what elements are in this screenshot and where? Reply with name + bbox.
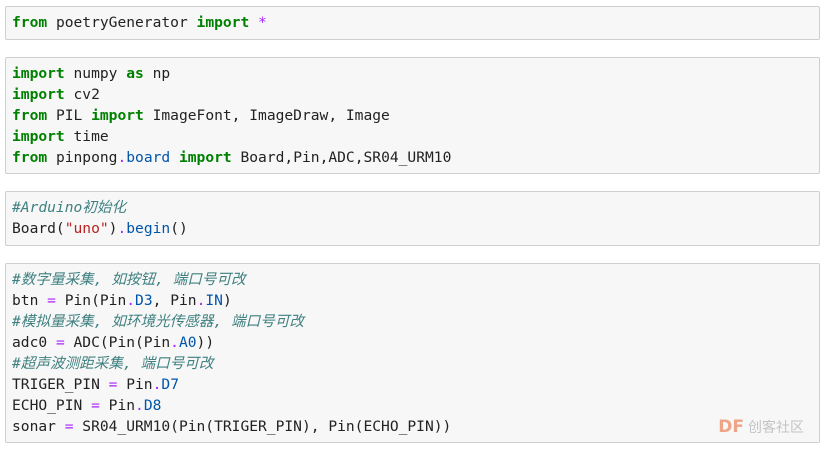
code-token: pinpong	[47, 149, 118, 166]
code-token: )	[222, 292, 232, 309]
code-line: from PIL import ImageFont, ImageDraw, Im…	[12, 105, 813, 126]
code-token: from	[12, 14, 48, 31]
code-token: =	[91, 397, 100, 414]
code-token: PIL	[47, 107, 92, 124]
code-token: cv2	[64, 86, 100, 103]
code-token: A0	[178, 334, 197, 351]
code-token: np	[143, 65, 171, 82]
code-token: ADC(Pin(Pin	[64, 334, 171, 351]
code-token: "uno"	[64, 220, 109, 237]
code-line: TRIGER_PIN = Pin.D7	[12, 374, 813, 395]
code-token: ()	[170, 220, 188, 237]
code-token: Pin	[99, 397, 136, 414]
code-token: #数字量采集, 如按钮, 端口号可改	[12, 271, 246, 288]
code-token: #模拟量采集, 如环境光传感器, 端口号可改	[12, 313, 305, 330]
code-token: import	[178, 149, 232, 166]
code-line: import numpy as np	[12, 63, 813, 84]
code-token: as	[126, 65, 144, 82]
code-token	[170, 149, 179, 166]
code-token: , Pin	[152, 292, 197, 309]
code-line: from pinpong.board import Board,Pin,ADC,…	[12, 147, 813, 168]
code-token: )	[108, 220, 118, 237]
code-token: time	[64, 128, 109, 145]
code-token: sonar	[12, 418, 65, 435]
code-token: #Arduino初始化	[12, 199, 127, 216]
code-token: D7	[161, 376, 179, 393]
code-token: adc0	[12, 334, 56, 351]
code-token: import	[12, 65, 65, 82]
code-line: adc0 = ADC(Pin(Pin.A0))	[12, 332, 813, 353]
code-token: .	[126, 292, 136, 309]
code-line: #模拟量采集, 如环境光传感器, 端口号可改	[12, 311, 813, 332]
code-line: from poetryGenerator import *	[12, 12, 813, 33]
code-token	[249, 14, 258, 31]
code-token: D3	[135, 292, 153, 309]
code-token: .	[152, 376, 162, 393]
code-token: import	[196, 14, 250, 31]
code-cell-1[interactable]: from poetryGenerator import *	[5, 6, 820, 40]
code-token: TRIGER_PIN	[12, 376, 109, 393]
code-token: Pin(Pin	[55, 292, 127, 309]
code-token: #超声波测距采集, 端口号可改	[12, 355, 214, 372]
code-token: ))	[196, 334, 215, 351]
code-line: sonar = SR04_URM10(Pin(TRIGER_PIN), Pin(…	[12, 416, 813, 437]
code-line: import cv2	[12, 84, 813, 105]
code-line: Board("uno").begin()	[12, 218, 813, 239]
code-token: begin	[126, 220, 171, 237]
code-token: =	[47, 292, 56, 309]
code-token: *	[258, 14, 267, 31]
code-token: .	[135, 397, 144, 414]
code-token: IN	[205, 292, 223, 309]
code-line: #数字量采集, 如按钮, 端口号可改	[12, 269, 813, 290]
df-logo: DF	[718, 417, 744, 437]
code-token: numpy	[64, 65, 127, 82]
code-token: Board(	[12, 220, 65, 237]
code-token: from	[12, 149, 48, 166]
code-line: import time	[12, 126, 813, 147]
code-token: .	[196, 292, 206, 309]
code-token: ECHO_PIN	[12, 397, 92, 414]
code-token: =	[108, 376, 118, 393]
code-token: =	[55, 334, 65, 351]
code-line: ECHO_PIN = Pin.D8	[12, 395, 813, 416]
code-token: D8	[143, 397, 162, 414]
code-line: #超声波测距采集, 端口号可改	[12, 353, 813, 374]
code-line: btn = Pin(Pin.D3, Pin.IN)	[12, 290, 813, 311]
code-token: =	[64, 418, 74, 435]
code-token: from	[12, 107, 48, 124]
watermark: DF 创客社区	[718, 417, 804, 437]
code-token: import	[12, 128, 65, 145]
code-token: btn	[12, 292, 48, 309]
code-token: poetryGenerator	[47, 14, 197, 31]
watermark-text: 创客社区	[748, 420, 804, 436]
code-token: board	[126, 149, 171, 166]
code-token: SR04_URM10(Pin(TRIGER_PIN), Pin(ECHO_PIN…	[73, 418, 452, 435]
code-line: #Arduino初始化	[12, 197, 813, 218]
code-token: Board,Pin,ADC,SR04_URM10	[231, 149, 452, 166]
code-cell-3[interactable]: #Arduino初始化 Board("uno").begin()	[5, 191, 820, 246]
code-token: .	[117, 220, 127, 237]
code-token: Pin	[117, 376, 153, 393]
code-token: import	[12, 86, 65, 103]
code-token: ImageFont, ImageDraw, Image	[143, 107, 390, 124]
code-token: .	[170, 334, 179, 351]
code-token: .	[117, 149, 127, 166]
code-token: import	[91, 107, 144, 124]
